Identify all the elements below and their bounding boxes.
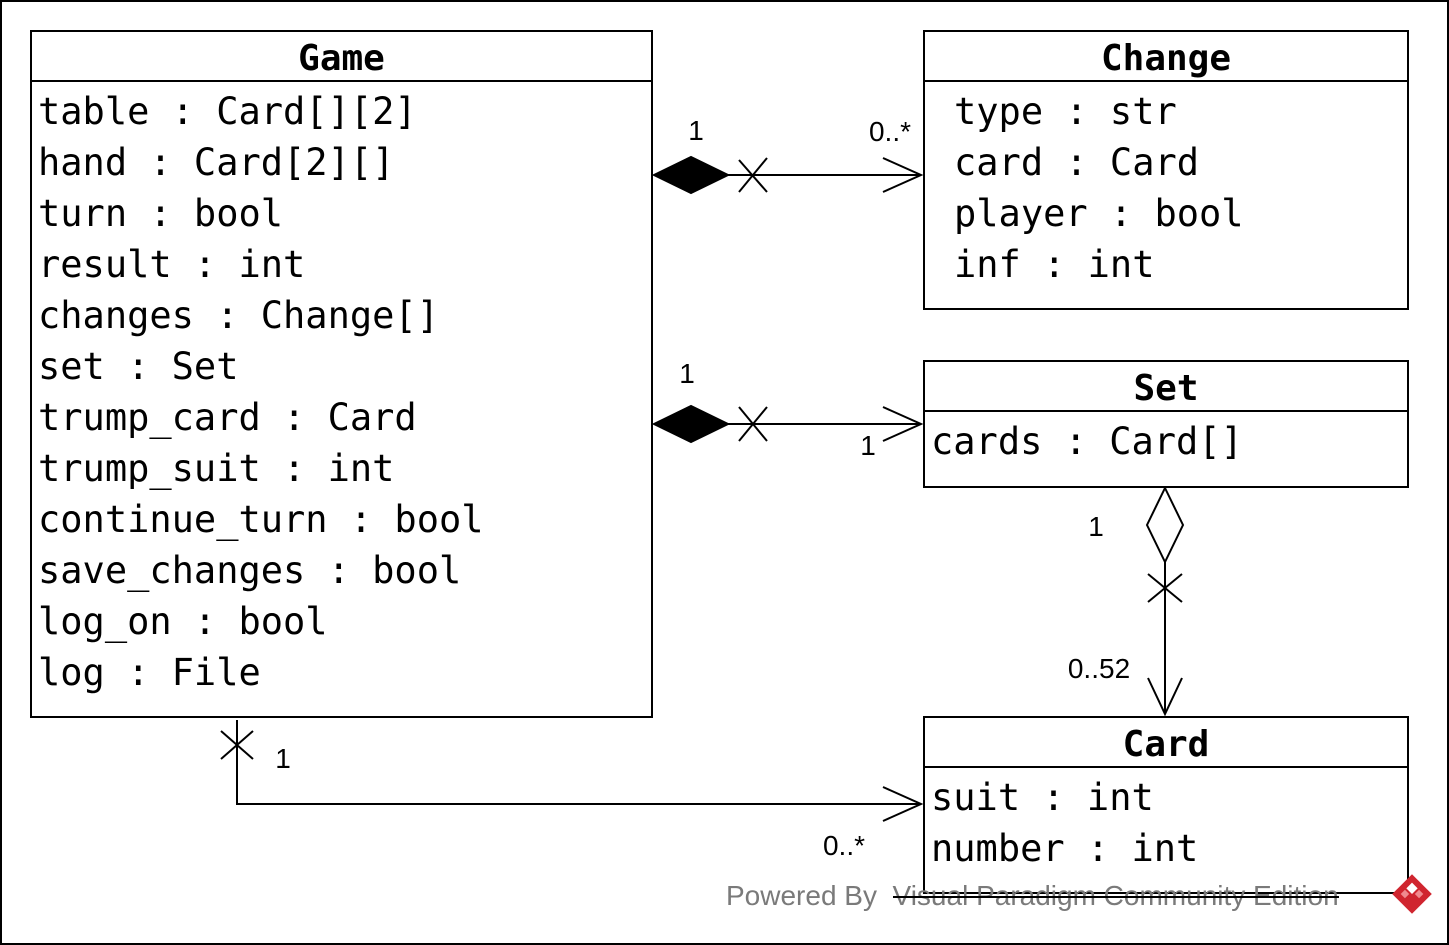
attribute: set : Set [38, 345, 239, 388]
multiplicity-game-change-source: 1 [688, 115, 704, 146]
attribute: inf : int [954, 243, 1155, 286]
multiplicity-game-set-source: 1 [679, 358, 695, 389]
watermark: Powered By Visual Paradigm Community Edi… [726, 876, 1339, 916]
class-name: Change [925, 32, 1407, 82]
class-change[interactable]: Change type : str card : Card player : b… [923, 30, 1409, 310]
association-game-card[interactable]: 1 0..* [220, 720, 924, 861]
watermark-prefix: Powered By [726, 880, 877, 911]
composition-diamond [651, 404, 731, 444]
attribute: suit : int [931, 776, 1154, 819]
attribute: turn : bool [38, 192, 284, 235]
navigable-arrowhead [882, 406, 924, 442]
composition-diamond [651, 155, 731, 195]
attribute-list: cards : Card[] [925, 412, 1407, 467]
navigable-arrowhead [882, 786, 924, 822]
multiplicity-game-card-target: 0..* [823, 830, 865, 861]
navigable-arrowhead [1147, 677, 1183, 717]
non-navigable-x-mark [1147, 573, 1183, 603]
association-game-set[interactable]: 1 1 [651, 358, 924, 461]
class-set[interactable]: Set cards : Card[] [923, 360, 1409, 488]
attribute: changes : Change[] [38, 294, 439, 337]
attribute: log : File [38, 651, 261, 694]
attribute: log_on : bool [38, 600, 328, 643]
class-name: Set [925, 362, 1407, 412]
attribute: result : int [38, 243, 306, 286]
non-navigable-x-mark [738, 406, 768, 442]
attribute: cards : Card[] [931, 420, 1243, 463]
attribute-list: type : str card : Card player : bool inf… [925, 82, 1407, 290]
attribute-list: table : Card[][2] hand : Card[2][] turn … [32, 82, 651, 698]
class-name: Game [32, 32, 651, 82]
class-name: Card [925, 718, 1407, 768]
aggregation-diamond [1145, 485, 1185, 565]
attribute: type : str [954, 90, 1177, 133]
attribute: number : int [931, 827, 1199, 870]
attribute: card : Card [954, 141, 1200, 184]
association-set-card[interactable]: 1 0..52 [1068, 485, 1185, 717]
association-game-change[interactable]: 1 0..* [651, 115, 924, 195]
attribute-list: suit : int number : int [925, 768, 1407, 874]
watermark-product: Visual Paradigm Community Edition [892, 880, 1339, 911]
multiplicity-set-card-target: 0..52 [1068, 653, 1130, 684]
attribute: hand : Card[2][] [38, 141, 395, 184]
attribute: trump_suit : int [38, 447, 395, 490]
multiplicity-game-card-source: 1 [275, 743, 291, 774]
non-navigable-x-mark [738, 157, 768, 193]
class-card[interactable]: Card suit : int number : int [923, 716, 1409, 894]
attribute: trump_card : Card [38, 396, 417, 439]
attribute: continue_turn : bool [38, 498, 484, 541]
navigable-arrowhead [882, 157, 924, 193]
attribute: table : Card[][2] [38, 90, 417, 133]
attribute: save_changes : bool [38, 549, 462, 592]
non-navigable-x-mark [220, 730, 254, 760]
multiplicity-game-set-target: 1 [860, 430, 876, 461]
attribute: player : bool [954, 192, 1244, 235]
class-game[interactable]: Game table : Card[][2] hand : Card[2][] … [30, 30, 653, 718]
visual-paradigm-logo-icon [1392, 874, 1432, 914]
multiplicity-game-change-target: 0..* [869, 116, 911, 147]
multiplicity-set-card-source: 1 [1088, 511, 1104, 542]
